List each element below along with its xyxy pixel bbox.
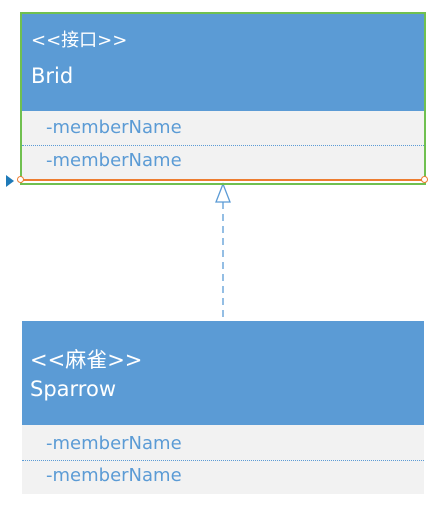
class-brid-header[interactable]: <<接口>> Brid	[22, 14, 426, 111]
class-brid-stereotype: <<接口>>	[31, 30, 128, 51]
class-sparrow-member: -memberName	[46, 433, 182, 454]
resize-handle-left[interactable]	[17, 176, 24, 183]
class-sparrow[interactable]: <<麻雀>> Sparrow -memberName -memberName	[22, 321, 424, 494]
member-separator	[22, 460, 424, 461]
class-brid-members[interactable]: -memberName -memberName	[22, 111, 426, 179]
class-sparrow-stereotype: <<麻雀>>	[30, 348, 143, 372]
class-brid[interactable]: <<接口>> Brid -memberName -memberName	[22, 14, 426, 185]
class-sparrow-header[interactable]: <<麻雀>> Sparrow	[22, 321, 424, 425]
member-separator	[22, 145, 426, 146]
class-brid-member: -memberName	[46, 117, 182, 138]
resize-handle-right[interactable]	[421, 176, 428, 183]
class-sparrow-members[interactable]: -memberName -memberName	[22, 425, 424, 494]
realization-arrowhead	[215, 182, 231, 203]
class-brid-name: Brid	[31, 64, 74, 88]
row-marker-icon[interactable]	[6, 175, 14, 187]
class-brid-member: -memberName	[46, 150, 182, 171]
class-sparrow-name: Sparrow	[30, 377, 116, 401]
selection-bottom-line	[20, 179, 426, 181]
class-sparrow-member: -memberName	[46, 465, 182, 486]
